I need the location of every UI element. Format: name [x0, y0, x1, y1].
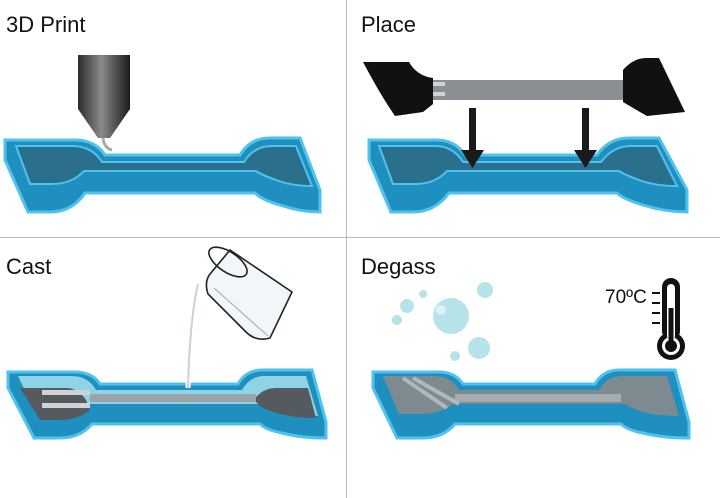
step-label-place: Place [361, 12, 417, 37]
step-label-degass: Degass [361, 254, 436, 279]
mold [6, 368, 328, 440]
degass-illustration [371, 278, 691, 440]
temperature-label: 70ºC [605, 287, 647, 308]
panel-cast: Cast [0, 238, 347, 498]
bubble-icon [392, 282, 493, 361]
thermometer-icon [652, 278, 685, 360]
down-arrow-icon [461, 108, 597, 168]
panel-3d-print: 3D Print [0, 0, 347, 238]
nozzle-icon [78, 55, 130, 152]
step-label-cast: Cast [6, 254, 52, 279]
mold [371, 368, 691, 440]
print-illustration [3, 55, 322, 214]
clamp-icon [363, 58, 685, 116]
mold [3, 136, 322, 214]
cast-illustration [6, 246, 328, 440]
step-label-3d-print: 3D Print [6, 12, 86, 37]
beaker-icon [185, 246, 294, 389]
panel-place: Place [347, 0, 720, 238]
panel-degass: Degass 70ºC [347, 238, 720, 498]
mold [367, 136, 689, 214]
place-illustration [363, 58, 689, 214]
